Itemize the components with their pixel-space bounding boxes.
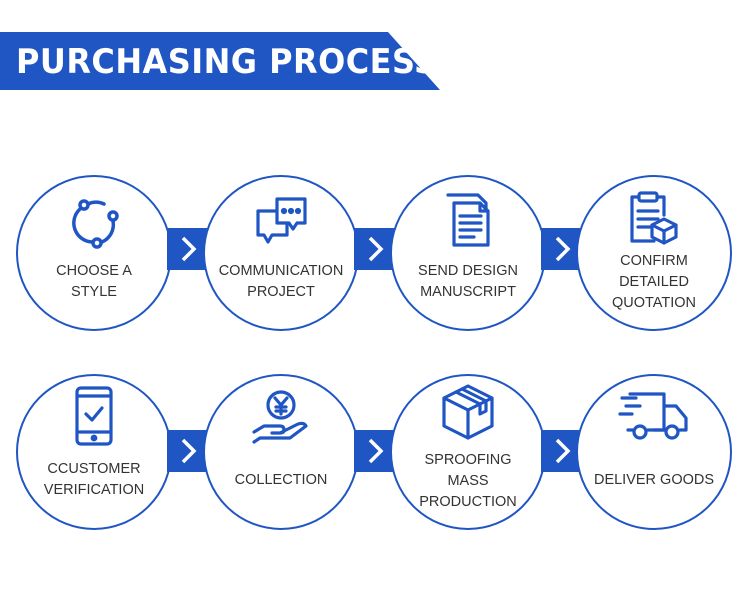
step-label: CONFIRM DETAILED QUOTATION — [611, 253, 697, 311]
step-label: COLLECTION — [234, 472, 328, 488]
page-title: PURCHASING PROCESS — [16, 42, 438, 82]
chevron-right-icon — [354, 228, 396, 270]
step-send-design-manuscript: SEND DESIGN MANUSCRIPT — [390, 175, 546, 331]
chevron-right-icon — [167, 430, 209, 472]
chevron-right-icon — [167, 228, 209, 270]
step-label: CCUSTOMER VERIFICATION — [43, 461, 145, 498]
step-collection: COLLECTION — [203, 374, 359, 530]
clipboard-box-icon — [624, 189, 684, 245]
step-label: SEND DESIGN MANUSCRIPT — [418, 263, 518, 300]
step-label: COMMUNICATION PROJECT — [218, 263, 344, 300]
yen-hand-icon — [250, 388, 312, 446]
step-confirm-detailed-quotation: CONFIRM DETAILED QUOTATION — [576, 175, 732, 331]
step-label: CHOOSE A STYLE — [56, 263, 132, 300]
step-communication-project: COMMUNICATION PROJECT — [203, 175, 359, 331]
delivery-truck-icon — [618, 390, 690, 442]
step-deliver-goods: DELIVER GOODS — [576, 374, 732, 530]
package-box-icon — [438, 382, 498, 444]
cycle-nodes-icon — [66, 195, 122, 251]
step-label: SPROOFING MASS PRODUCTION — [419, 452, 517, 510]
phone-check-icon — [71, 384, 117, 448]
step-label: DELIVER GOODS — [593, 472, 715, 488]
chat-bubbles-icon — [251, 191, 311, 251]
title-banner — [0, 32, 440, 90]
documents-icon — [440, 189, 496, 251]
step-sproofing-mass-production: SPROOFING MASS PRODUCTION — [390, 374, 546, 530]
step-choose-style: CHOOSE A STYLE — [16, 175, 172, 331]
chevron-right-icon — [354, 430, 396, 472]
step-customer-verification: CCUSTOMER VERIFICATION — [16, 374, 172, 530]
